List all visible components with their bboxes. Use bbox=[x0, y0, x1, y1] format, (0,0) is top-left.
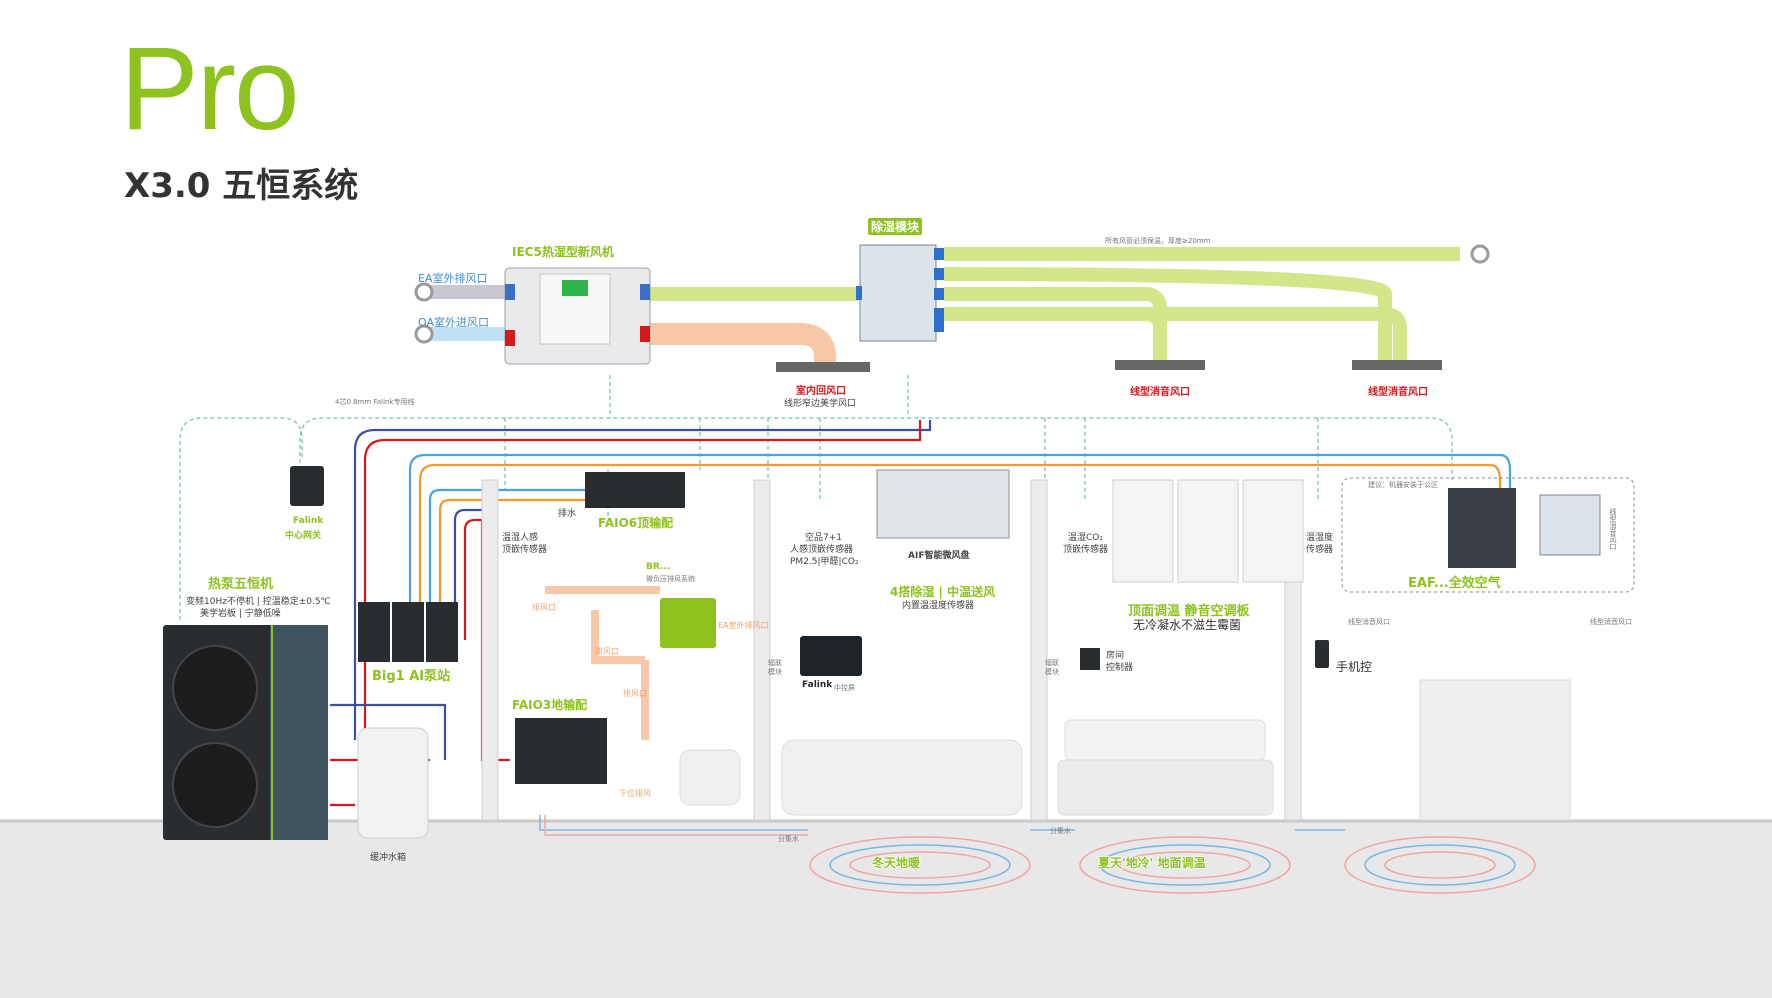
manifold-mark-1: 分集水 bbox=[778, 835, 799, 843]
return-sublabel: 线形窄边美学风口 bbox=[784, 399, 857, 409]
bed bbox=[1057, 759, 1274, 816]
fresh-air-unit bbox=[504, 267, 651, 365]
manifold-mark-2: 分集水 bbox=[1050, 827, 1071, 835]
return-grille bbox=[776, 362, 870, 372]
dehumid-module bbox=[856, 244, 944, 342]
eaf-note: 建议：机器安装于公区 bbox=[1368, 481, 1438, 489]
faio6-box bbox=[585, 472, 685, 508]
aif-label: AIF智能微风盘 bbox=[908, 551, 970, 561]
br-note: EA室外排风口 bbox=[718, 621, 769, 630]
sensor-4-line1: 温湿度 bbox=[1306, 533, 1334, 543]
dehumid-label: 除湿模块 bbox=[868, 218, 923, 235]
faio6-drain: 排水 bbox=[558, 509, 577, 519]
heat-pump-line1: 变频10Hz不停机 | 控温稳定±0.5℃ bbox=[186, 597, 331, 607]
heat-pump-line2: 美学岩板 | 宁静低噪 bbox=[200, 609, 281, 619]
br-sub: 微负压排风系统 bbox=[646, 575, 695, 583]
module-2-line1: 辐联 bbox=[1045, 659, 1059, 667]
buffer-tank bbox=[357, 727, 429, 839]
diffuser-label-2: 线型消音风口 bbox=[1368, 387, 1428, 398]
eaf-diffuser-right: 线型消音风口 bbox=[1590, 618, 1632, 626]
module-1-line1: 辐联 bbox=[768, 659, 782, 667]
system-subtitle: X3.0 五恒系统 bbox=[124, 166, 359, 206]
ceiling-tag: 顶面调温 静音空调板 bbox=[1128, 604, 1250, 619]
duct-end-port bbox=[1470, 244, 1490, 264]
pump-station bbox=[358, 602, 458, 662]
winter-floor-label: 冬天地暖 bbox=[872, 856, 921, 870]
heat-pump-title: 热泵五恒机 bbox=[208, 577, 274, 592]
return-duct bbox=[650, 323, 836, 362]
falink-screen-sub: 中控屏 bbox=[834, 684, 855, 692]
diffuser-1 bbox=[1115, 360, 1205, 370]
bookshelf bbox=[1419, 679, 1571, 821]
falink-hub-box bbox=[290, 466, 324, 506]
br-exhaust-2: 排风口 bbox=[595, 647, 619, 656]
bed-head bbox=[1064, 719, 1266, 761]
sensor-1-line2: 顶嵌传感器 bbox=[502, 545, 548, 555]
floor-loops bbox=[539, 815, 1536, 894]
supply-ducts bbox=[650, 247, 1460, 360]
ceiling-panels bbox=[1112, 479, 1304, 583]
ground-floor bbox=[0, 820, 1772, 998]
faio6-label: FAIO6顶输配 bbox=[598, 516, 674, 530]
eaf-right-note: 线型消音风口 bbox=[1609, 508, 1617, 550]
heat-pump bbox=[163, 625, 328, 840]
duct-note: 所有风管必须保温，厚度≥20mm bbox=[1105, 237, 1211, 245]
room-panel-label: 房间 bbox=[1106, 651, 1125, 661]
buffer-tank-label: 缓冲水箱 bbox=[370, 853, 407, 863]
room-panel-label-2: 控制器 bbox=[1106, 663, 1134, 673]
eaf-diffuser-left: 线型消音风口 bbox=[1348, 618, 1390, 626]
falink-line-label: 4芯0.8mm Falink专用线 bbox=[335, 398, 415, 406]
br-exhaust-1: 排风口 bbox=[532, 603, 556, 612]
diffuser-label-1: 线型消音风口 bbox=[1130, 387, 1190, 398]
sofa bbox=[781, 739, 1023, 816]
aif-sub: 内置温湿度传感器 bbox=[902, 601, 975, 611]
oa-label: OA室外进风口 bbox=[418, 316, 489, 329]
return-label: 室内回风口 bbox=[796, 386, 846, 397]
toilet bbox=[679, 749, 741, 806]
ceiling-sub: 无冷凝水不滋生霉菌 bbox=[1133, 618, 1242, 632]
br-floor-drain: 下位排风 bbox=[619, 789, 651, 798]
falink-hub-name: Falink bbox=[293, 516, 324, 526]
br-name: BR... bbox=[646, 562, 671, 572]
diffuser-2 bbox=[1352, 360, 1442, 370]
sensor-2-line1: 空品7+1 bbox=[805, 533, 842, 543]
pump-station-label: Big1 AI泵站 bbox=[372, 669, 451, 684]
module-1-line2: 模块 bbox=[768, 668, 782, 676]
sensor-3-line1: 温湿CO₂ bbox=[1068, 533, 1103, 543]
aif-unit bbox=[876, 469, 1010, 539]
brand-title: Pro bbox=[120, 23, 300, 155]
summer-floor-label: 夏天'地冷' 地面调温 bbox=[1098, 856, 1206, 870]
sensor-3-line2: 顶嵌传感器 bbox=[1063, 545, 1109, 555]
falink-hub-sub: 中心网关 bbox=[285, 531, 322, 541]
eaf-tag: EAF...全效空气 bbox=[1408, 576, 1501, 591]
fresh-air-unit-label: IEC5热湿型新风机 bbox=[512, 245, 614, 259]
br-ducts bbox=[545, 586, 660, 740]
faio3-box bbox=[515, 718, 607, 784]
br-exhaust-3: 排风口 bbox=[623, 689, 647, 698]
module-2-line2: 模块 bbox=[1045, 668, 1059, 676]
sensor-1-line1: 温湿人感 bbox=[502, 533, 539, 543]
room-panel-device bbox=[1080, 648, 1100, 670]
phone-device bbox=[1315, 640, 1329, 668]
br-unit bbox=[660, 598, 716, 648]
sensor-2-line3: PM2.5|甲醛|CO₂ bbox=[790, 557, 859, 567]
sensor-2-line2: 人感顶嵌传感器 bbox=[790, 545, 854, 555]
eaf-module bbox=[1539, 494, 1601, 556]
water-pipes bbox=[330, 420, 1512, 807]
aif-tag: 4搭除湿 | 中温送风 bbox=[890, 585, 996, 599]
eaf-dashed-box bbox=[1341, 477, 1635, 593]
falink-screen bbox=[800, 636, 862, 676]
oa-port bbox=[414, 324, 434, 344]
faio3-label: FAIO3地输配 bbox=[512, 698, 588, 712]
eaf-unit bbox=[1448, 488, 1516, 568]
ea-label: EA室外排风口 bbox=[418, 272, 488, 285]
ea-port bbox=[414, 282, 434, 302]
sensor-4-line2: 传感器 bbox=[1306, 545, 1334, 555]
phone-label: 手机控 bbox=[1336, 660, 1373, 674]
falink-screen-brand: Falink bbox=[802, 680, 833, 690]
